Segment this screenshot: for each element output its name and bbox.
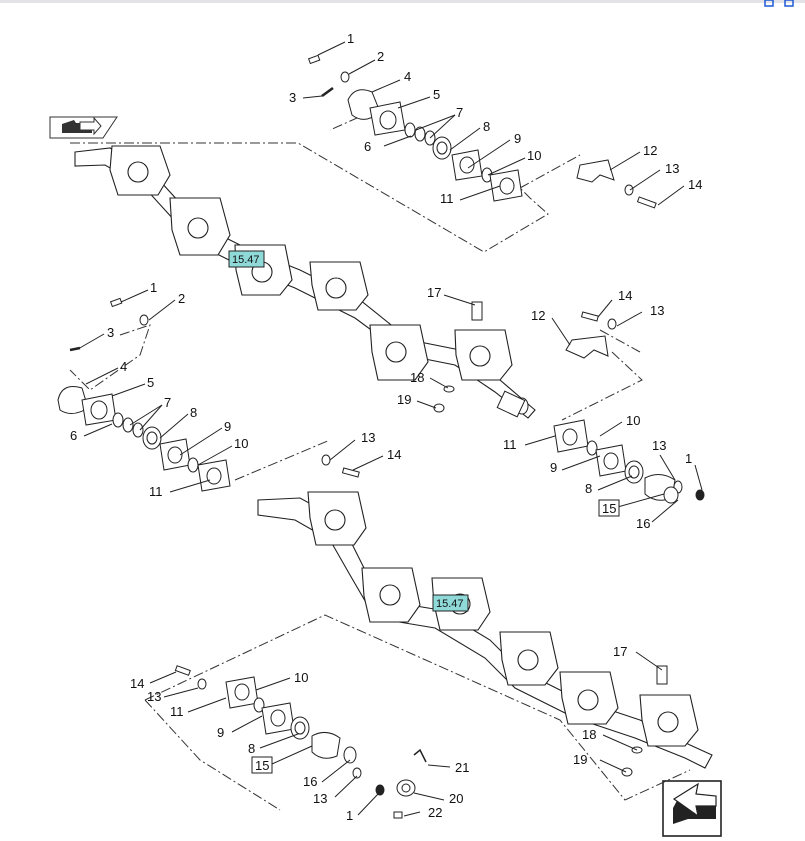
callout-13[interactable]: 13 — [147, 689, 161, 704]
callout-7[interactable]: 7 — [164, 395, 171, 410]
callout-19[interactable]: 19 — [397, 392, 411, 407]
callout-2[interactable]: 2 — [377, 49, 384, 64]
callout-1[interactable]: 1 — [685, 451, 692, 466]
callout-19[interactable]: 19 — [573, 752, 587, 767]
cross-reference-boxes: 15.47 15.47 — [228, 250, 469, 612]
callout-8[interactable]: 8 — [248, 741, 255, 756]
callout-3[interactable]: 3 — [289, 90, 296, 105]
callout-13[interactable]: 13 — [652, 438, 666, 453]
callout-14[interactable]: 14 — [688, 177, 702, 192]
callout-8[interactable]: 8 — [483, 119, 490, 134]
assembly-outline — [69, 109, 691, 811]
callout-8[interactable]: 8 — [585, 481, 592, 496]
callout-16[interactable]: 16 — [636, 516, 650, 531]
lower-exploded-parts — [174, 665, 668, 819]
callout-3[interactable]: 3 — [107, 325, 114, 340]
callout-20[interactable]: 20 — [449, 791, 463, 806]
callout-14[interactable]: 14 — [130, 676, 144, 691]
callout-6[interactable]: 6 — [364, 139, 371, 154]
callout-18[interactable]: 18 — [582, 727, 596, 742]
callout-14[interactable]: 14 — [387, 447, 401, 462]
middle-left-exploded-parts — [57, 297, 360, 492]
callout-9[interactable]: 9 — [550, 460, 557, 475]
ref-link-bottom[interactable]: 15.47 — [436, 598, 464, 610]
callout-13[interactable]: 13 — [313, 791, 327, 806]
callout-11[interactable]: 11 — [149, 484, 163, 499]
callout-9[interactable]: 9 — [217, 725, 224, 740]
callout-4[interactable]: 4 — [120, 359, 127, 374]
folder-arrow-icon[interactable] — [49, 116, 118, 139]
window-controls-icon[interactable] — [764, 0, 794, 7]
leader-lines — [77, 41, 703, 817]
callout-8[interactable]: 8 — [190, 405, 197, 420]
boxed-callouts: 15 15 — [251, 499, 620, 774]
callout-1[interactable]: 1 — [347, 31, 354, 46]
callout-13[interactable]: 13 — [650, 303, 664, 318]
callout-18[interactable]: 18 — [410, 370, 424, 385]
window-top-bar — [0, 0, 805, 3]
callout-1[interactable]: 1 — [346, 808, 353, 823]
callout-21[interactable]: 21 — [455, 760, 469, 775]
callout-15[interactable]: 15 — [255, 758, 269, 773]
callout-11[interactable]: 11 — [170, 704, 184, 719]
callout-5[interactable]: 5 — [147, 375, 154, 390]
callout-labels: 1 2 3 4 5 6 7 8 9 10 11 12 13 14 1 2 3 4… — [70, 31, 702, 823]
upper-axle-brackets — [109, 145, 513, 381]
callout-10[interactable]: 10 — [527, 148, 541, 163]
callout-9[interactable]: 9 — [514, 131, 521, 146]
callout-1[interactable]: 1 — [150, 280, 157, 295]
callout-22[interactable]: 22 — [428, 805, 442, 820]
ref-link-top[interactable]: 15.47 — [232, 254, 260, 266]
callout-4[interactable]: 4 — [404, 69, 411, 84]
callout-7[interactable]: 7 — [456, 105, 463, 120]
callout-10[interactable]: 10 — [294, 670, 308, 685]
back-arrow-icon[interactable] — [662, 780, 722, 837]
callout-10[interactable]: 10 — [234, 436, 248, 451]
callout-12[interactable]: 12 — [531, 308, 545, 323]
callout-15[interactable]: 15 — [602, 501, 616, 516]
callout-2[interactable]: 2 — [178, 291, 185, 306]
callout-12[interactable]: 12 — [643, 143, 657, 158]
middle-right-exploded-parts — [433, 301, 705, 504]
callout-9[interactable]: 9 — [224, 419, 231, 434]
callout-16[interactable]: 16 — [303, 774, 317, 789]
callout-5[interactable]: 5 — [433, 87, 440, 102]
callout-11[interactable]: 11 — [440, 191, 454, 206]
callout-13[interactable]: 13 — [361, 430, 375, 445]
callout-14[interactable]: 14 — [618, 288, 632, 303]
callout-10[interactable]: 10 — [626, 413, 640, 428]
upper-axle-end — [496, 390, 529, 418]
callout-17[interactable]: 17 — [427, 285, 441, 300]
callout-11[interactable]: 11 — [503, 437, 517, 452]
callout-17[interactable]: 17 — [613, 644, 627, 659]
upper-exploded-parts — [307, 54, 657, 209]
callout-6[interactable]: 6 — [70, 428, 77, 443]
callout-13[interactable]: 13 — [665, 161, 679, 176]
